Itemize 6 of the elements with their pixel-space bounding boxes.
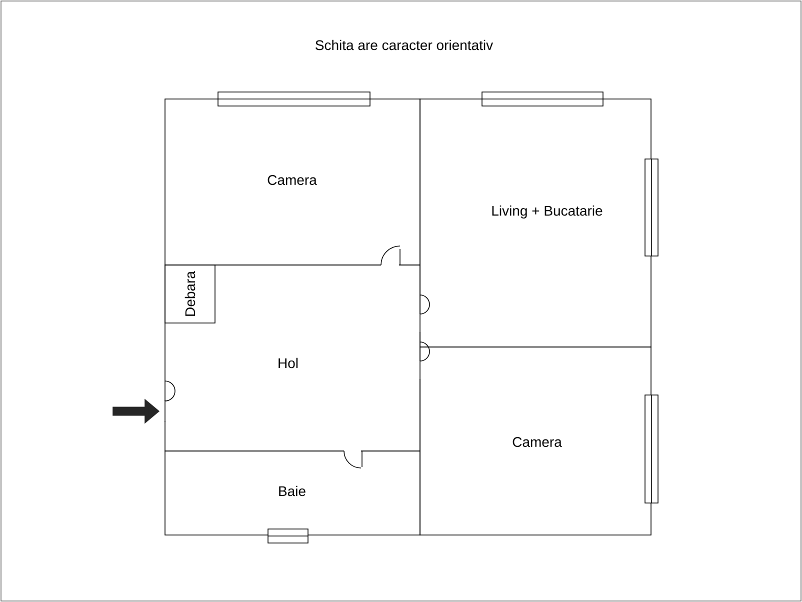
room-box: Baie — [164, 450, 420, 536]
room-box: Camera — [420, 346, 652, 536]
storage-box: Debara — [164, 264, 216, 324]
room-box: Camera — [164, 98, 420, 266]
title: Schita are caracter orientativ — [316, 40, 494, 50]
room-box: Living + Bucatarie — [420, 98, 652, 348]
